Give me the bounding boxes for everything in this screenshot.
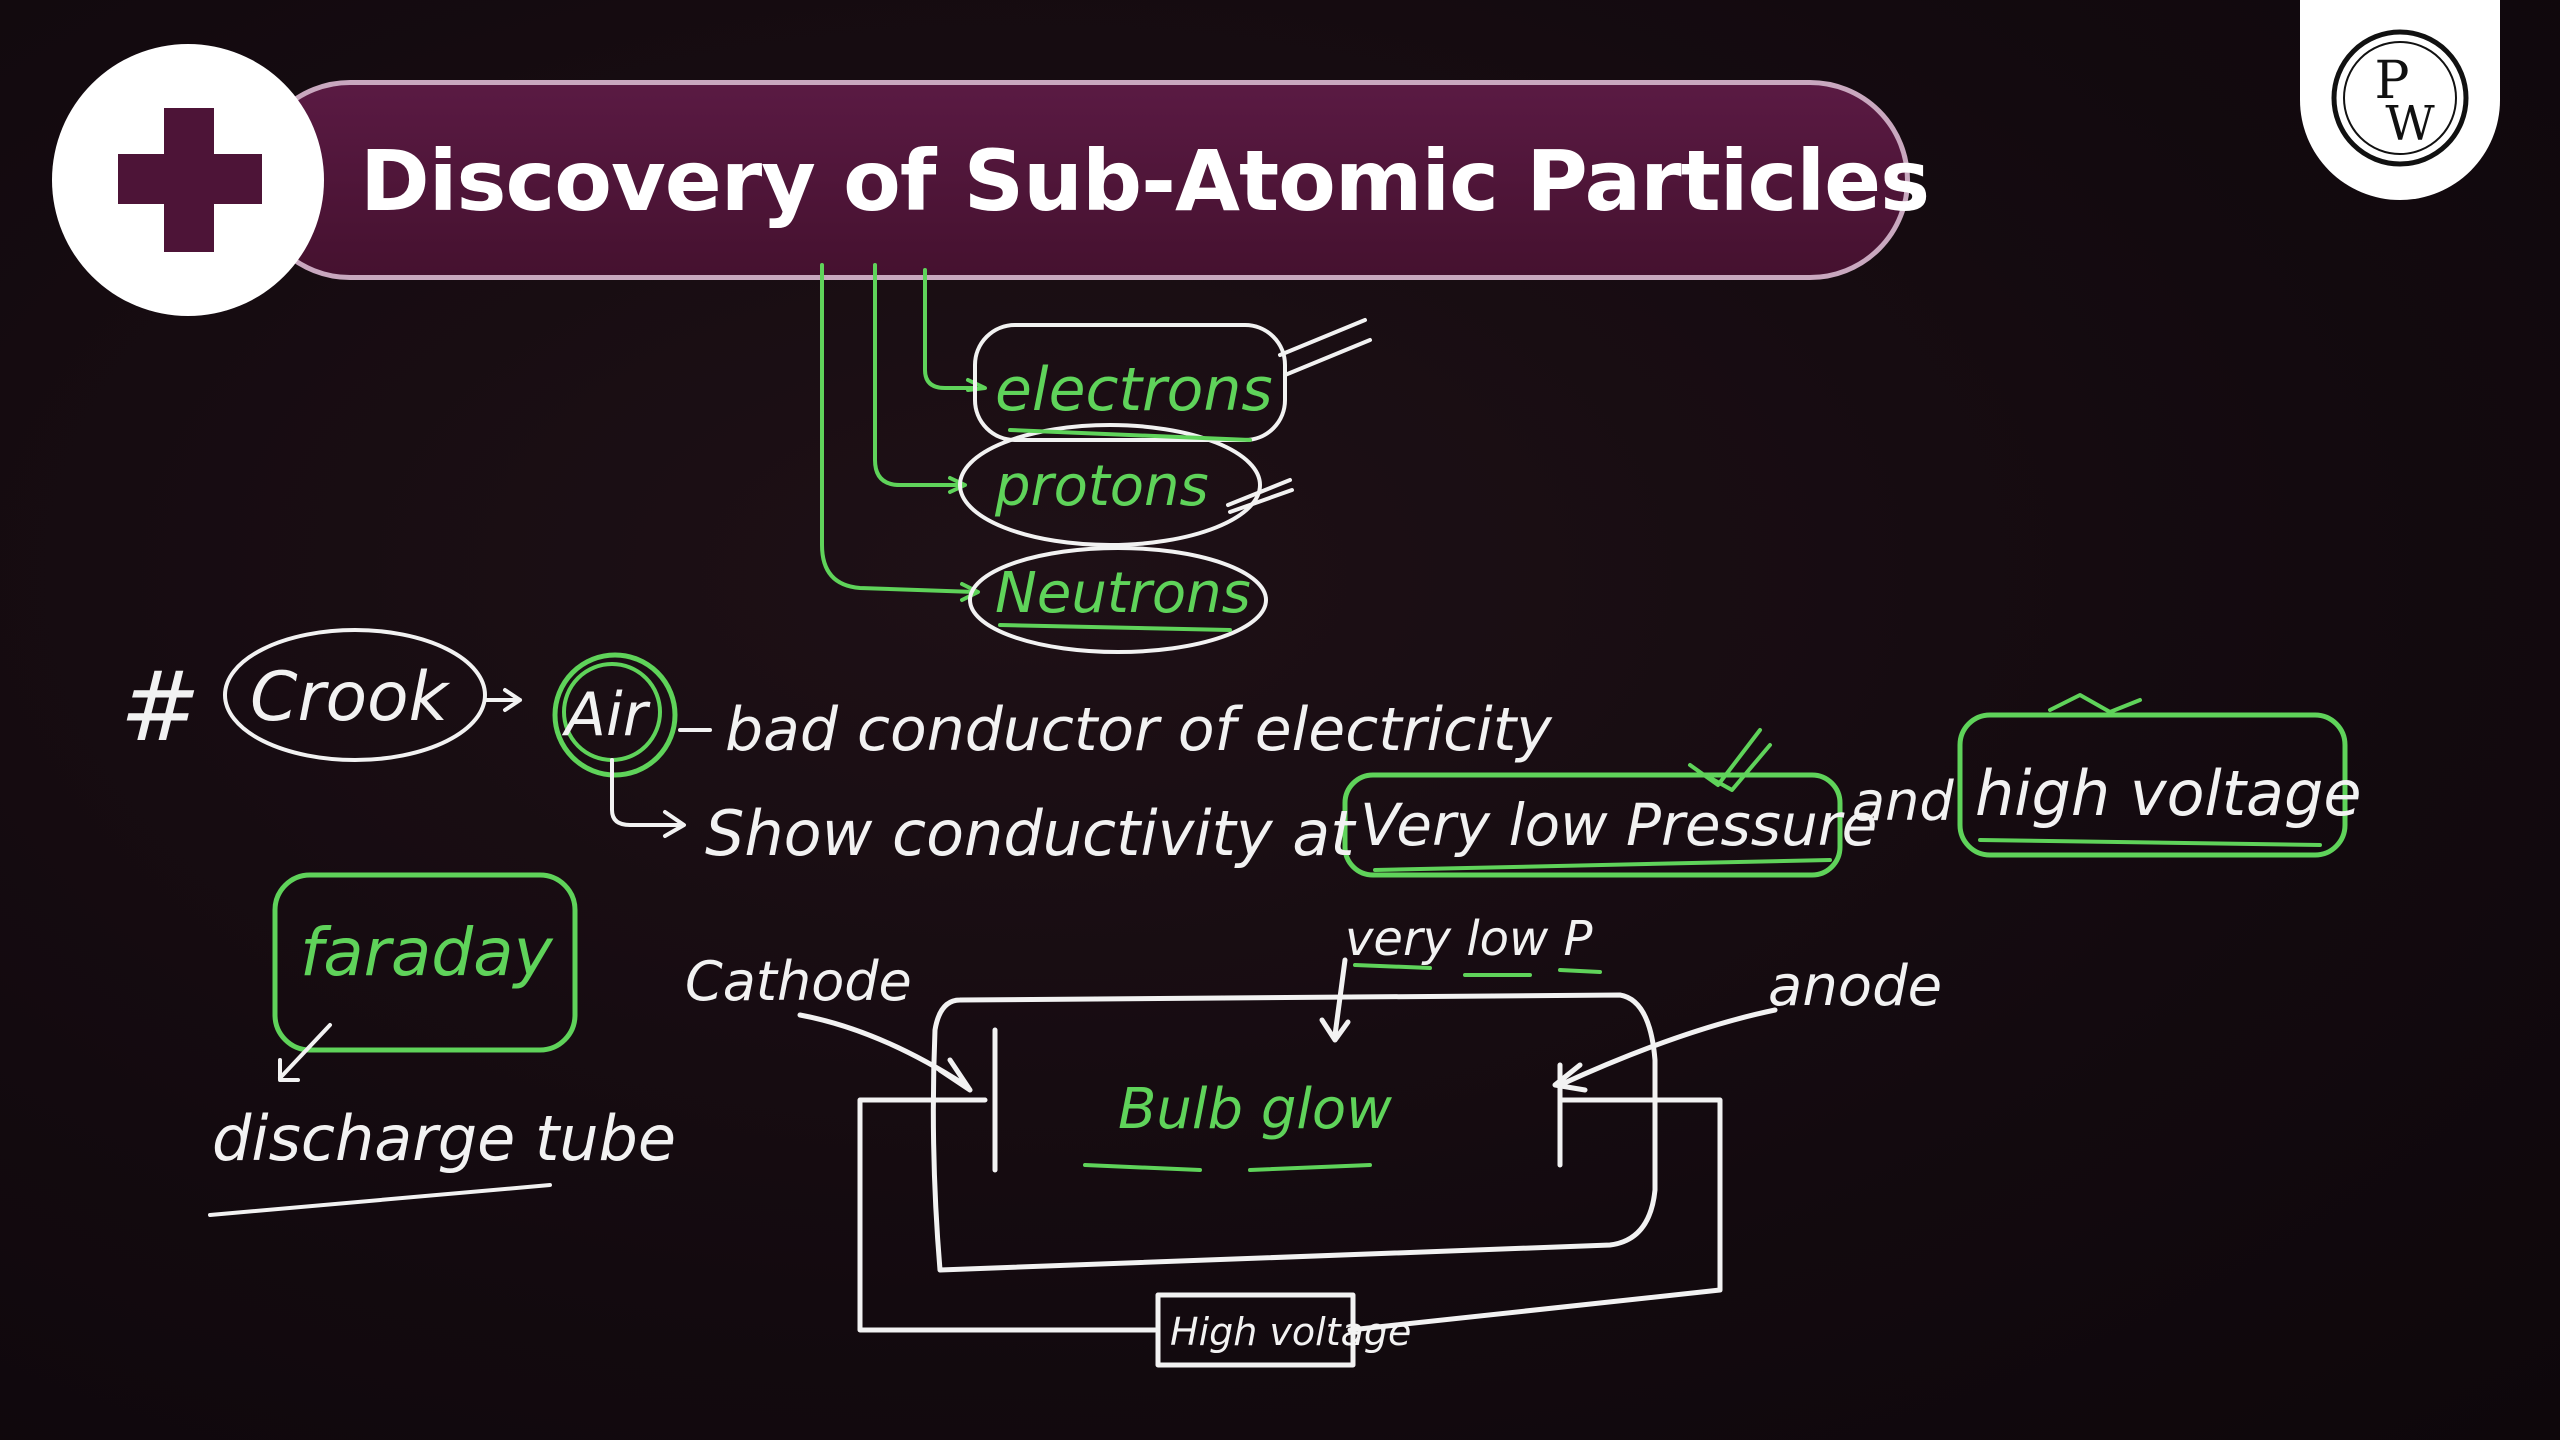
pw-logo-icon: P W [2331, 29, 2469, 167]
electrons-marks [1278, 318, 1372, 377]
voltage-source-box [1155, 1292, 1356, 1368]
wire-left [857, 1097, 1158, 1333]
arrow-air-conductivity [610, 758, 686, 838]
text-high-voltage: high voltage [1975, 757, 2362, 830]
particle-boxes [958, 318, 1372, 654]
title-banner [250, 80, 1910, 280]
connector-neutrons [820, 263, 977, 594]
label-air: Air [561, 680, 651, 750]
plus-icon [118, 108, 262, 252]
crook-ellipse [223, 628, 487, 762]
label-cathode: Cathode [685, 950, 912, 1013]
label-faraday: faraday [300, 914, 554, 991]
arrow-protons [948, 476, 967, 494]
pressure-underline [1373, 858, 1832, 872]
tube-outline [930, 992, 1658, 1273]
protons-marks [1226, 478, 1294, 514]
label-protons: protons [994, 454, 1209, 519]
text-show-conductivity: Show conductivity at [705, 797, 1357, 870]
arrow-cathode [797, 1012, 973, 1093]
text-very-low-pressure: Very low Pressure [1360, 791, 1877, 859]
faraday-box [272, 872, 578, 1053]
electrons-underline [1008, 428, 1252, 442]
arrow-crook-air [483, 688, 522, 712]
text-bad-conductor: bad conductor of electricity [725, 695, 1553, 765]
label-neutrons: Neutrons [995, 561, 1251, 626]
tick-pressure [1688, 728, 1772, 792]
label-crook: Crook [250, 658, 451, 737]
pw-logo: P W [2300, 0, 2500, 200]
arrow-anode [1552, 1007, 1778, 1093]
neutrons-ellipse [968, 546, 1268, 654]
low-p-underlines [1353, 963, 1602, 977]
wire-right [1347, 1097, 1723, 1333]
bulb-glow-underline [1083, 1163, 1372, 1172]
page-title: Discovery of Sub-Atomic Particles [360, 132, 1930, 230]
voltage-box [1957, 712, 2348, 858]
protons-ellipse [958, 423, 1262, 547]
hash-mark: # [120, 651, 200, 763]
particle-connectors [820, 263, 987, 602]
label-electrons: electrons [995, 355, 1273, 425]
air-circle-outer [552, 652, 678, 778]
voltage-underline [1978, 838, 2322, 847]
logo-letter-p: P [2375, 51, 2410, 111]
connector-protons [873, 263, 962, 487]
label-high-voltage-source: High voltage [1170, 1310, 1411, 1354]
arrow-pressure [1319, 957, 1351, 1043]
neutrons-underline [998, 623, 1232, 632]
label-discharge-tube: discharge tube [212, 1102, 676, 1175]
discharge-tube-diagram [797, 957, 1778, 1368]
tick-voltage [2048, 693, 2142, 714]
text-and: and [1852, 770, 1954, 833]
logo-letter-w: W [2385, 96, 2435, 152]
plus-badge [52, 44, 324, 316]
label-very-low-p: very low P [1345, 911, 1593, 967]
label-bulb-glow: Bulb glow [1118, 1077, 1392, 1142]
discharge-tube-underline [208, 1183, 552, 1217]
pressure-box [1342, 772, 1843, 878]
connector-electrons [923, 268, 977, 390]
arrow-faraday-tube [278, 1023, 332, 1082]
arrow-neutrons [960, 582, 980, 602]
electrons-box [973, 323, 1287, 442]
label-anode: anode [1768, 954, 1942, 1019]
